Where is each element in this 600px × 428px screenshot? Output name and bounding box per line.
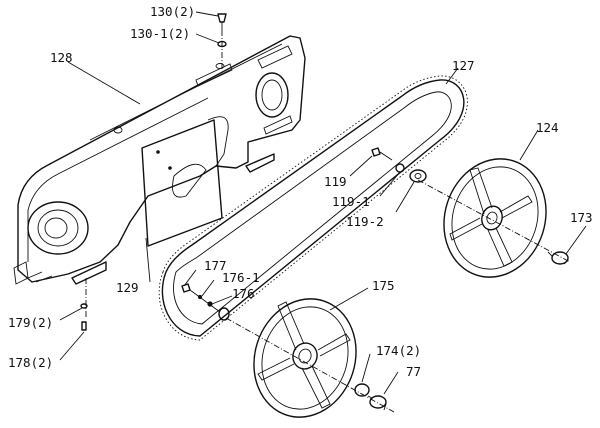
label-130: 130(2) (150, 4, 195, 19)
label-130-1: 130-1(2) (130, 26, 190, 41)
label-119: 119 (324, 174, 347, 189)
label-179: 179(2) (8, 315, 53, 330)
wheel-175 (253, 298, 357, 418)
label-119-2: 119-2 (346, 214, 384, 229)
part-labels: 130(2) 130-1(2) 128 127 124 119 119-1 11… (8, 4, 593, 379)
toothed-belt-127 (158, 75, 468, 341)
blade-cover-128 (13, 35, 306, 285)
label-124: 124 (536, 120, 559, 135)
label-173: 173 (570, 210, 593, 225)
label-178: 178(2) (8, 355, 53, 370)
label-176-1: 176-1 (222, 270, 260, 285)
backing-plate-129 (141, 119, 223, 247)
label-77: 77 (406, 364, 421, 379)
label-127: 127 (452, 58, 475, 73)
label-129: 129 (116, 280, 139, 295)
label-119-1: 119-1 (332, 194, 370, 209)
hardware-fasteners (80, 13, 569, 411)
wheel-124 (443, 158, 547, 278)
label-174: 174(2) (376, 343, 421, 358)
label-128: 128 (50, 50, 73, 65)
label-175: 175 (372, 278, 395, 293)
leader-lines (59, 11, 587, 413)
label-177: 177 (204, 258, 227, 273)
label-176: 176 (232, 286, 255, 301)
